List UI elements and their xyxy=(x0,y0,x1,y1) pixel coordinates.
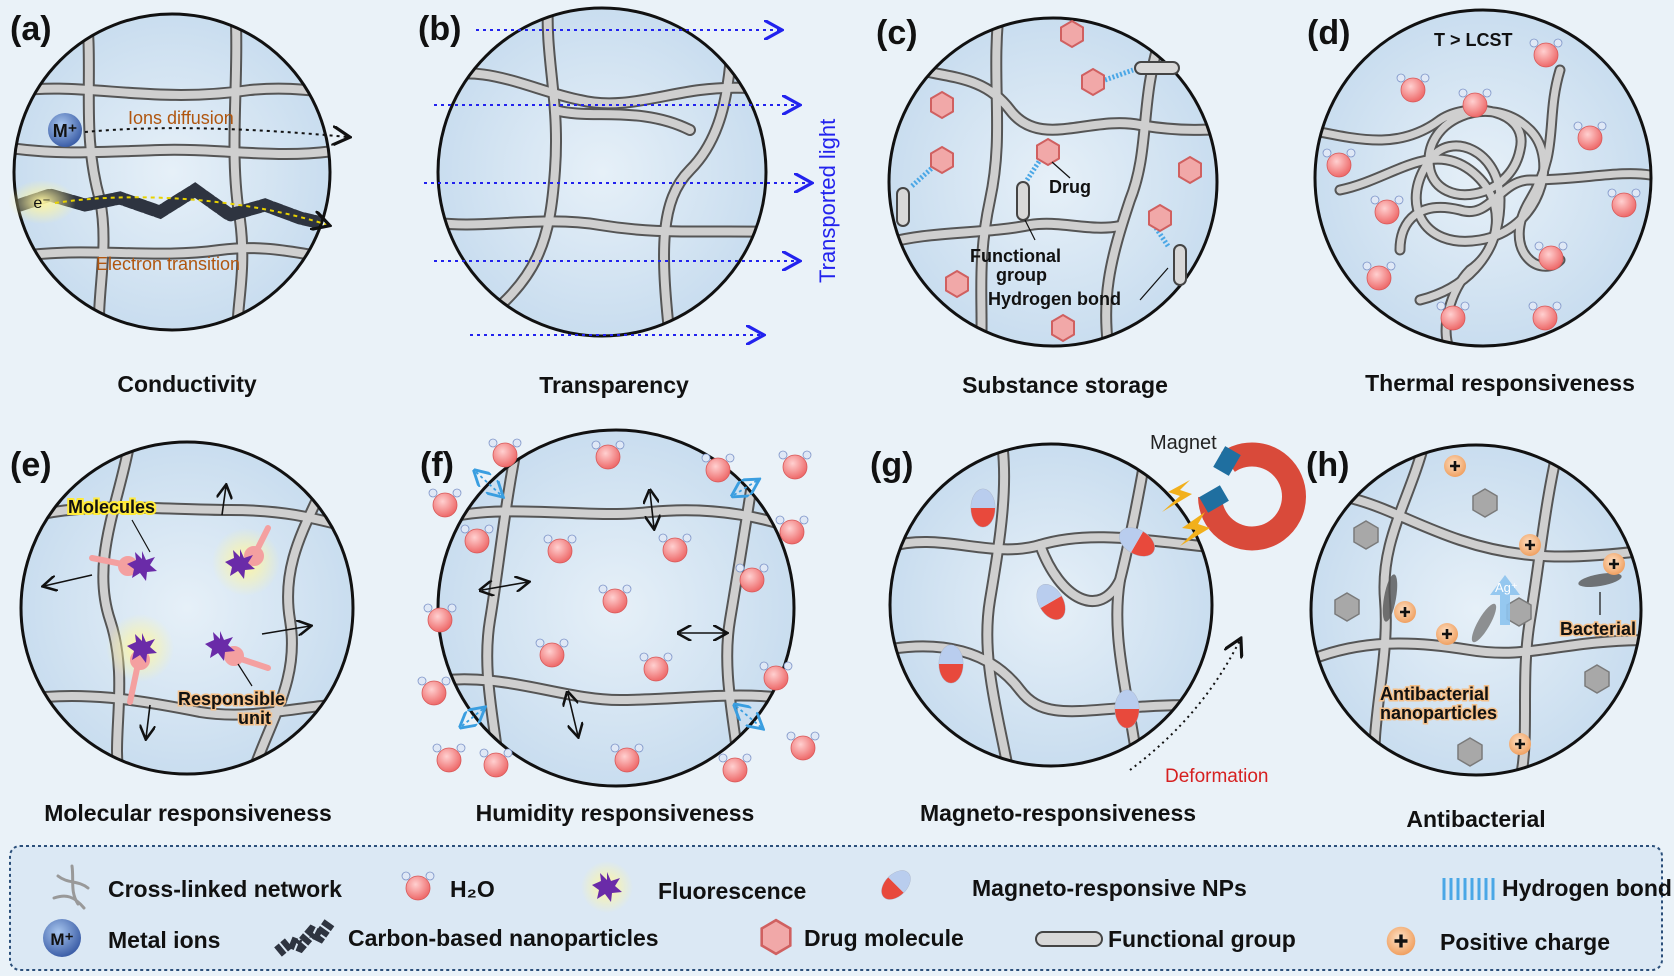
bacteria xyxy=(1382,572,1622,643)
caption-a: Conductivity xyxy=(117,371,256,397)
legend-hbond-icon xyxy=(1442,878,1495,900)
functional-groups xyxy=(896,61,1187,286)
caption-d: Thermal responsiveness xyxy=(1365,370,1635,396)
caption-b: Transparency xyxy=(539,372,689,398)
antibacterial-np-label-2: nanoparticles xyxy=(1380,703,1497,723)
legend-fluorescence-label: Fluorescence xyxy=(658,878,806,904)
hydrogen-bond-label: Hydrogen bond xyxy=(988,289,1121,309)
legend-drug-icon xyxy=(760,918,792,956)
caption-g: Magneto-responsiveness xyxy=(920,800,1196,826)
swelling-arrows xyxy=(482,492,726,736)
responsible-unit-label-1: Responsible xyxy=(178,689,285,709)
molecules-label: Molecules xyxy=(68,497,155,517)
diffusion-arrows xyxy=(462,472,762,728)
antibacterial-np-label-1: Antibacterial xyxy=(1380,684,1489,704)
legend-drug-label: Drug molecule xyxy=(804,925,964,951)
panel-c: (c) xyxy=(876,14,1219,398)
legend: Cross-linked network H₂O Fluorescence Ma… xyxy=(9,845,1672,971)
panel-b: (b) Tran xyxy=(418,6,840,398)
ions-diffusion-arrow xyxy=(84,128,348,137)
light-arrows xyxy=(424,30,810,335)
collapsed-network xyxy=(1315,64,1651,346)
panel-label-g: (g) xyxy=(870,446,913,484)
ag-release-arrow xyxy=(1490,575,1520,625)
electron-symbol: e⁻ xyxy=(33,195,50,212)
electron-transition-label: Electron transition xyxy=(96,254,240,274)
legend-functional-icon xyxy=(1035,931,1103,947)
transported-light-label: Transported light xyxy=(815,119,840,283)
panel-d: (d) xyxy=(1307,8,1653,396)
panel-label-a: (a) xyxy=(10,10,52,48)
circle-a xyxy=(14,14,330,330)
hydrogen-bonds xyxy=(910,67,1171,248)
circle-e xyxy=(21,442,353,774)
responsible-units xyxy=(89,525,271,705)
legend-carbon-icon xyxy=(274,918,335,957)
legend-magneto-label: Magneto-responsive NPs xyxy=(972,875,1247,901)
functional-group-label-1: Functional xyxy=(970,246,1061,266)
caption-f: Humidity responsiveness xyxy=(476,800,755,826)
metal-ion-symbol: M⁺ xyxy=(53,121,78,141)
circle-c xyxy=(889,18,1217,346)
panel-label-b: (b) xyxy=(418,10,461,48)
electron-glow xyxy=(8,180,76,224)
panel-g: (g) xyxy=(870,432,1306,826)
metal-ion xyxy=(48,113,82,147)
lcst-label: T > LCST xyxy=(1434,30,1513,50)
panel-label-c: (c) xyxy=(876,14,918,52)
panel-label-d: (d) xyxy=(1307,14,1350,52)
ions-diffusion-label: Ions diffusion xyxy=(128,108,234,128)
legend-network-icon xyxy=(52,864,90,910)
legend-hbond-label: Hydrogen bond xyxy=(1502,875,1672,901)
panel-label-h: (h) xyxy=(1306,446,1349,484)
legend-box xyxy=(9,845,1663,971)
expansion-arrows xyxy=(44,486,310,738)
deformation-label: Deformation xyxy=(1165,766,1269,787)
deformation-arrow xyxy=(1129,640,1240,771)
legend-metal-icon xyxy=(43,919,81,957)
drug-label: Drug xyxy=(1049,177,1091,197)
functional-group-label-2: group xyxy=(996,265,1047,285)
ag-label: Ag⁺ xyxy=(1495,580,1518,595)
legend-h2o-label: H₂O xyxy=(450,876,495,902)
magnet-label: Magnet xyxy=(1150,432,1217,454)
legend-metal-label: Metal ions xyxy=(108,927,220,953)
circle-b xyxy=(438,8,766,336)
panel-label-e: (e) xyxy=(10,446,52,484)
legend-network-label: Cross-linked network xyxy=(108,876,342,902)
panel-h: (h) xyxy=(1306,443,1643,832)
caption-e: Molecular responsiveness xyxy=(44,800,332,826)
bacterial-label: Bacterial xyxy=(1560,619,1636,639)
legend-positive-icon xyxy=(1385,925,1417,957)
legend-functional-label: Functional group xyxy=(1108,926,1296,952)
panel-f: (f) xyxy=(417,428,820,826)
panel-e: (e) xyxy=(10,440,355,826)
magnet-icon xyxy=(1162,442,1306,551)
responsible-unit-label-2: unit xyxy=(238,708,271,728)
legend-positive-label: Positive charge xyxy=(1440,929,1610,955)
legend-carbon-label: Carbon-based nanoparticles xyxy=(348,925,659,951)
caption-h: Antibacterial xyxy=(1406,806,1545,832)
electron-path-arrow xyxy=(54,196,328,225)
caption-c: Substance storage xyxy=(962,372,1168,398)
legend-metal-symbol: M⁺ xyxy=(50,930,73,949)
panel-label-f: (f) xyxy=(420,446,454,484)
